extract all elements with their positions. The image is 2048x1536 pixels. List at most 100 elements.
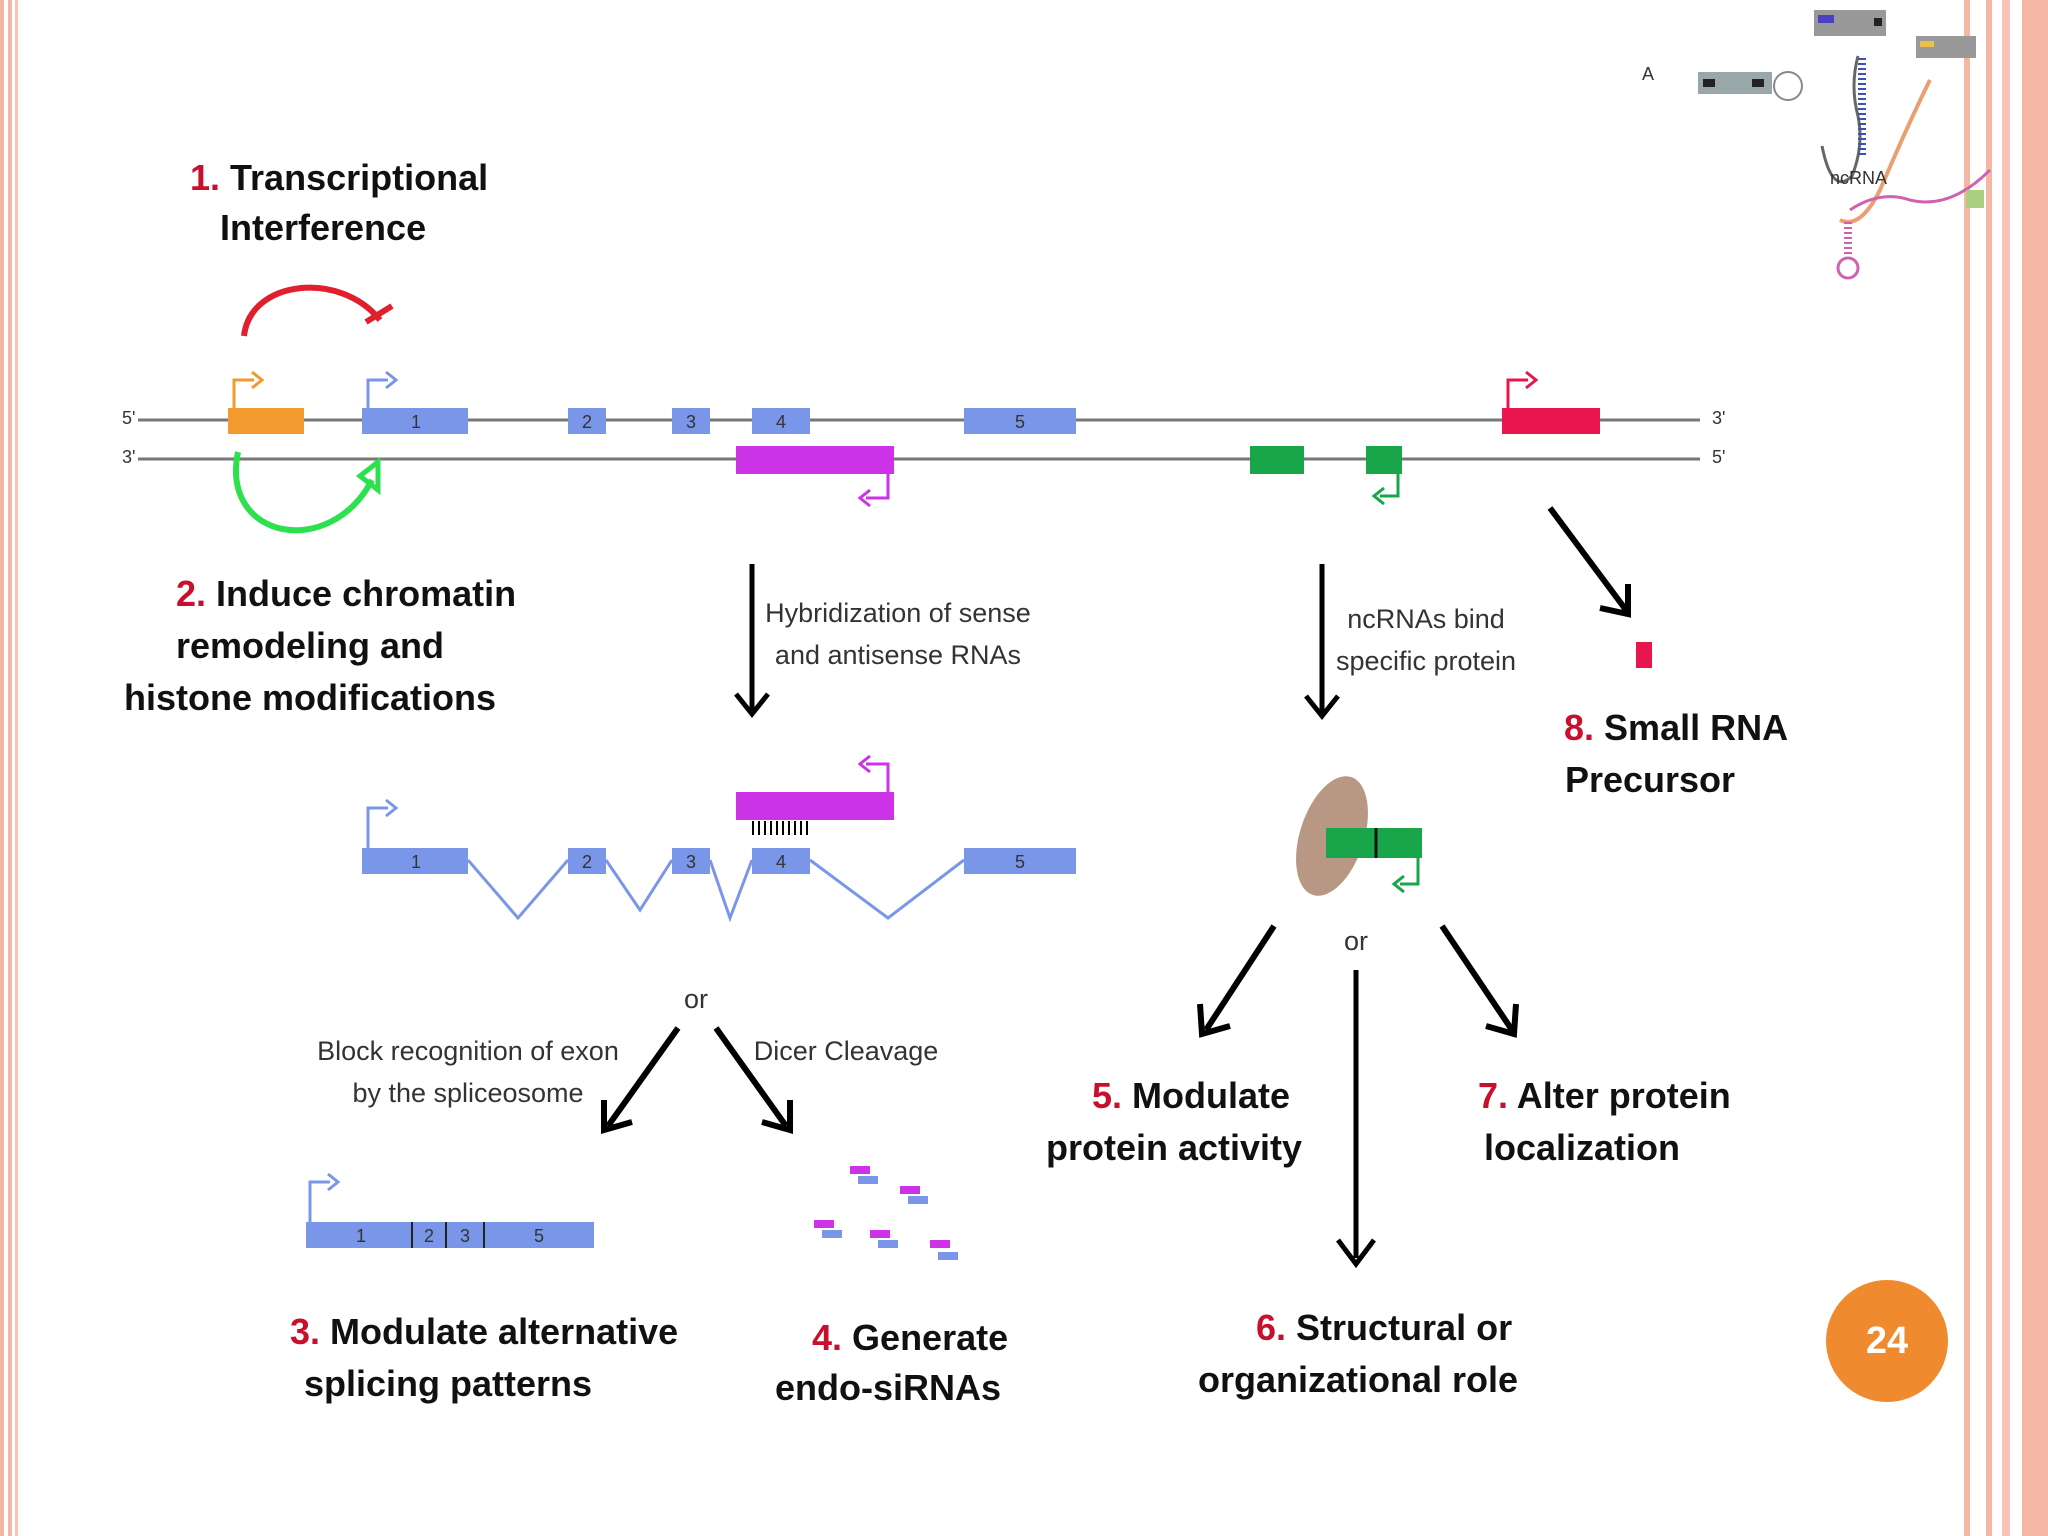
bind-text-2: specific protein: [1336, 646, 1516, 676]
small-rna-arrow: [1547, 506, 1629, 612]
block-recognition-text-2: by the spliceosome: [352, 1078, 583, 1108]
small-rna-gene-block: [1502, 408, 1600, 434]
arrowhead: [1197, 1003, 1231, 1038]
arrowhead: [601, 1100, 633, 1134]
green-gene-block-1: [1250, 446, 1304, 474]
exon-2: [568, 408, 606, 434]
chromatin-remodeling-arrow: [233, 451, 375, 534]
spliced-exon-1-label: 1: [356, 1226, 366, 1246]
label-8-line-1: Small RNA: [1604, 707, 1788, 748]
exon-5-label: 5: [1015, 412, 1025, 432]
label-7-line-2: localization: [1484, 1127, 1680, 1168]
exon-1: [362, 408, 468, 434]
label-6-number: 6.: [1256, 1307, 1286, 1348]
label-7: 7. Alter protein: [1478, 1075, 1731, 1116]
exon-2-label: 2: [582, 412, 592, 432]
hyb-exon-2: [568, 848, 606, 874]
inset-pink-loop: [1836, 256, 1860, 280]
inset-mark: [1966, 190, 1984, 208]
green-promoter-arrow: [1380, 474, 1400, 498]
label-1-line-1: Transcriptional: [230, 157, 488, 198]
arrowhead: [364, 303, 394, 325]
label-3-line-1: Modulate alternative: [330, 1311, 678, 1352]
sirna: [814, 1220, 834, 1228]
arrowhead: [857, 488, 871, 508]
spliced-exon-5-label: 5: [534, 1226, 544, 1246]
label-1: 1. Transcriptional: [190, 157, 488, 198]
arrowhead: [1525, 370, 1539, 390]
arrowhead: [1304, 694, 1340, 721]
or-text-right: or: [1344, 926, 1368, 956]
arrowhead: [251, 370, 265, 390]
spliced-mrna-bar: [306, 1222, 594, 1248]
sirna: [908, 1196, 928, 1204]
label-6-line-1: Structural or: [1296, 1307, 1512, 1348]
exon-1-label: 1: [411, 412, 421, 432]
arrowhead: [1391, 874, 1405, 894]
label-1-line-2: Interference: [220, 207, 426, 248]
hyb-exon-4: [752, 848, 810, 874]
inset-mark: [1818, 15, 1834, 23]
hyb-antisense-block: [736, 792, 894, 820]
top-strand-3-label: 3': [1712, 408, 1725, 428]
alter-localization-arrow: [1439, 924, 1515, 1032]
arrowhead: [1336, 1238, 1376, 1269]
hybridization-text-2: and antisense RNAs: [775, 640, 1021, 670]
arrowhead: [327, 1172, 341, 1192]
label-7-number: 7.: [1478, 1075, 1508, 1116]
inset-pink-strand: [1849, 168, 1992, 212]
left-border-decoration: [0, 0, 22, 1536]
inset-mark: [1920, 41, 1934, 47]
arrowhead: [1371, 486, 1385, 506]
inset-ncrna-label: ncRNA: [1830, 168, 1887, 188]
sirna: [900, 1186, 920, 1194]
arrowhead: [385, 798, 399, 818]
inset-loop: [1773, 71, 1803, 101]
hyb-antisense-arrow: [866, 762, 890, 792]
label-8-line-2: Precursor: [1565, 759, 1735, 800]
dicer-arrow: [713, 1026, 789, 1128]
right-border-decoration: [1964, 0, 2048, 1536]
intron-4: [809, 858, 965, 920]
sirna: [858, 1176, 878, 1184]
arrowhead: [761, 1100, 793, 1134]
orange-promoter-arrow: [232, 378, 254, 408]
pink-promoter-arrow: [1506, 378, 1528, 408]
label-4: 4. Generate: [812, 1317, 1008, 1358]
hyb-exon-3: [672, 848, 710, 874]
label-8-number: 8.: [1564, 707, 1594, 748]
hyb-exon-2-label: 2: [582, 852, 592, 872]
inset-stemloop: [1820, 55, 1862, 184]
label-4-number: 4.: [812, 1317, 842, 1358]
label-7-line-1: Alter protein: [1517, 1075, 1731, 1116]
inset-gene-box: [1698, 72, 1772, 94]
label-4-line-2: endo-siRNAs: [775, 1367, 1001, 1408]
inset-figure: A ncRNA: [1642, 10, 1992, 280]
small-rna-product: [1636, 642, 1652, 668]
label-2-number: 2.: [176, 573, 206, 614]
sirna: [878, 1240, 898, 1248]
intron-3: [708, 859, 754, 923]
endo-sirnas: [814, 1166, 958, 1260]
hybridization-text-1: Hybridization of sense: [765, 598, 1031, 628]
inset-mark: [1874, 18, 1882, 26]
arrowhead: [1599, 584, 1631, 618]
arrowhead: [385, 370, 399, 390]
label-6-line-2: organizational role: [1198, 1359, 1518, 1400]
exon-3-label: 3: [686, 412, 696, 432]
green-gene-block-2: [1366, 446, 1402, 474]
hyb-exon-5-label: 5: [1015, 852, 1025, 872]
hyb-promoter-arrow: [366, 806, 388, 848]
spliced-exon-3-label: 3: [460, 1226, 470, 1246]
dicer-text: Dicer Cleavage: [754, 1036, 939, 1066]
label-3-line-2: splicing patterns: [304, 1363, 592, 1404]
bound-ncrna: [1326, 828, 1422, 858]
sirna: [850, 1166, 870, 1174]
label-5-line-2: protein activity: [1046, 1127, 1302, 1168]
antisense-genes: [736, 446, 1402, 508]
hyb-exon-4-label: 4: [776, 852, 786, 872]
arrowhead: [734, 692, 770, 719]
inset-letter: A: [1642, 64, 1654, 84]
label-2-line-3: histone modifications: [124, 677, 496, 718]
